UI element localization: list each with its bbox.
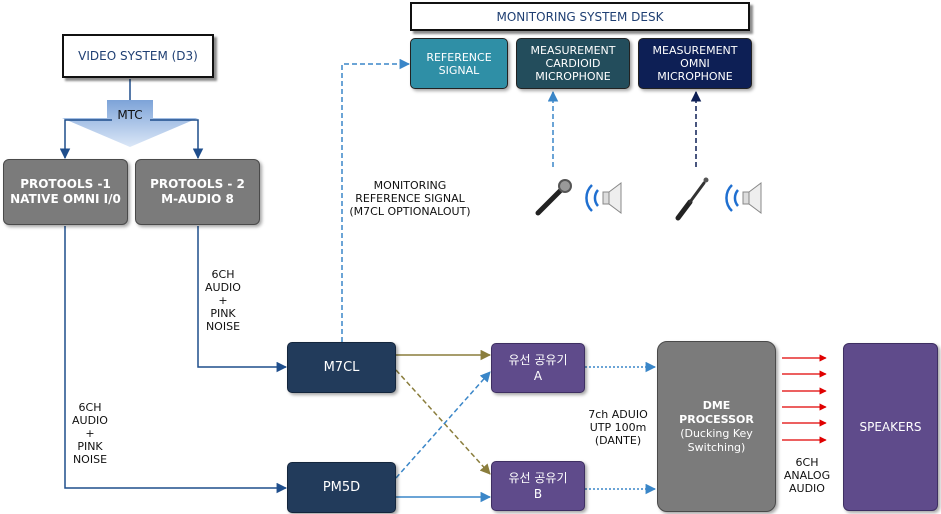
pm5d-box: PM5D <box>287 462 396 513</box>
analog-audio-label: 6CH ANALOG AUDIO <box>783 456 831 495</box>
m7cl-to-reference-line <box>341 58 411 342</box>
dme-title: DME PROCESSOR <box>679 398 754 426</box>
handheld-microphone-icon <box>535 179 572 216</box>
video-system-box: VIDEO SYSTEM (D3) <box>62 34 214 78</box>
protools-1-box: PROTOOLS -1 NATIVE OMNI I/0 <box>3 159 128 225</box>
m7cl-to-splitter-b-line <box>395 369 491 475</box>
measurement-cardioid-box: MEASUREMENT CARDIOID MICROPHONE <box>516 38 630 89</box>
protools2-to-m7cl-line <box>197 226 288 373</box>
speakers-box: SPEAKERS <box>843 343 938 511</box>
protools-1-audio-label: 6CH AUDIO + PINK NOISE <box>72 401 108 466</box>
pm5d-to-splitter-a-line <box>395 371 491 479</box>
protools-2-audio-label: 6CH AUDIO + PINK NOISE <box>205 268 241 333</box>
splitter-b-box: 유선 공유기 B <box>491 461 585 511</box>
analog-outputs-arrows <box>782 354 827 444</box>
dme-processor-box: DME PROCESSOR (Ducking Key Switching) <box>657 341 776 512</box>
protools-2-box: PROTOOLS - 2 M-AUDIO 8 <box>135 159 260 225</box>
dante-label: 7ch ADUIO UTP 100m (DANTE) <box>588 408 648 447</box>
speaker-sound-icon <box>585 182 622 214</box>
monitoring-desk-box: MONITORING SYSTEM DESK <box>410 2 750 31</box>
speaker-sound-icon <box>725 182 762 214</box>
mtc-label: MTC <box>117 108 143 122</box>
dme-subtitle: (Ducking Key Switching) <box>680 426 753 454</box>
mtc-arrow-shape <box>62 100 198 147</box>
mtc-to-protools1-line <box>59 119 112 160</box>
mtc-to-protools2-line <box>150 119 204 160</box>
measurement-microphone-icon <box>675 177 709 221</box>
reference-signal-box: REFERENCE SIGNAL <box>410 38 508 89</box>
measurement-omni-box: MEASUREMENT OMNI MICROPHONE <box>638 38 752 89</box>
monitoring-reference-label: MONITORING REFERENCE SIGNAL (M7CL OPTION… <box>349 179 471 218</box>
protools1-to-pm5d-line <box>64 226 288 494</box>
m7cl-box: M7CL <box>287 342 396 393</box>
splitter-a-box: 유선 공유기 A <box>491 343 585 393</box>
